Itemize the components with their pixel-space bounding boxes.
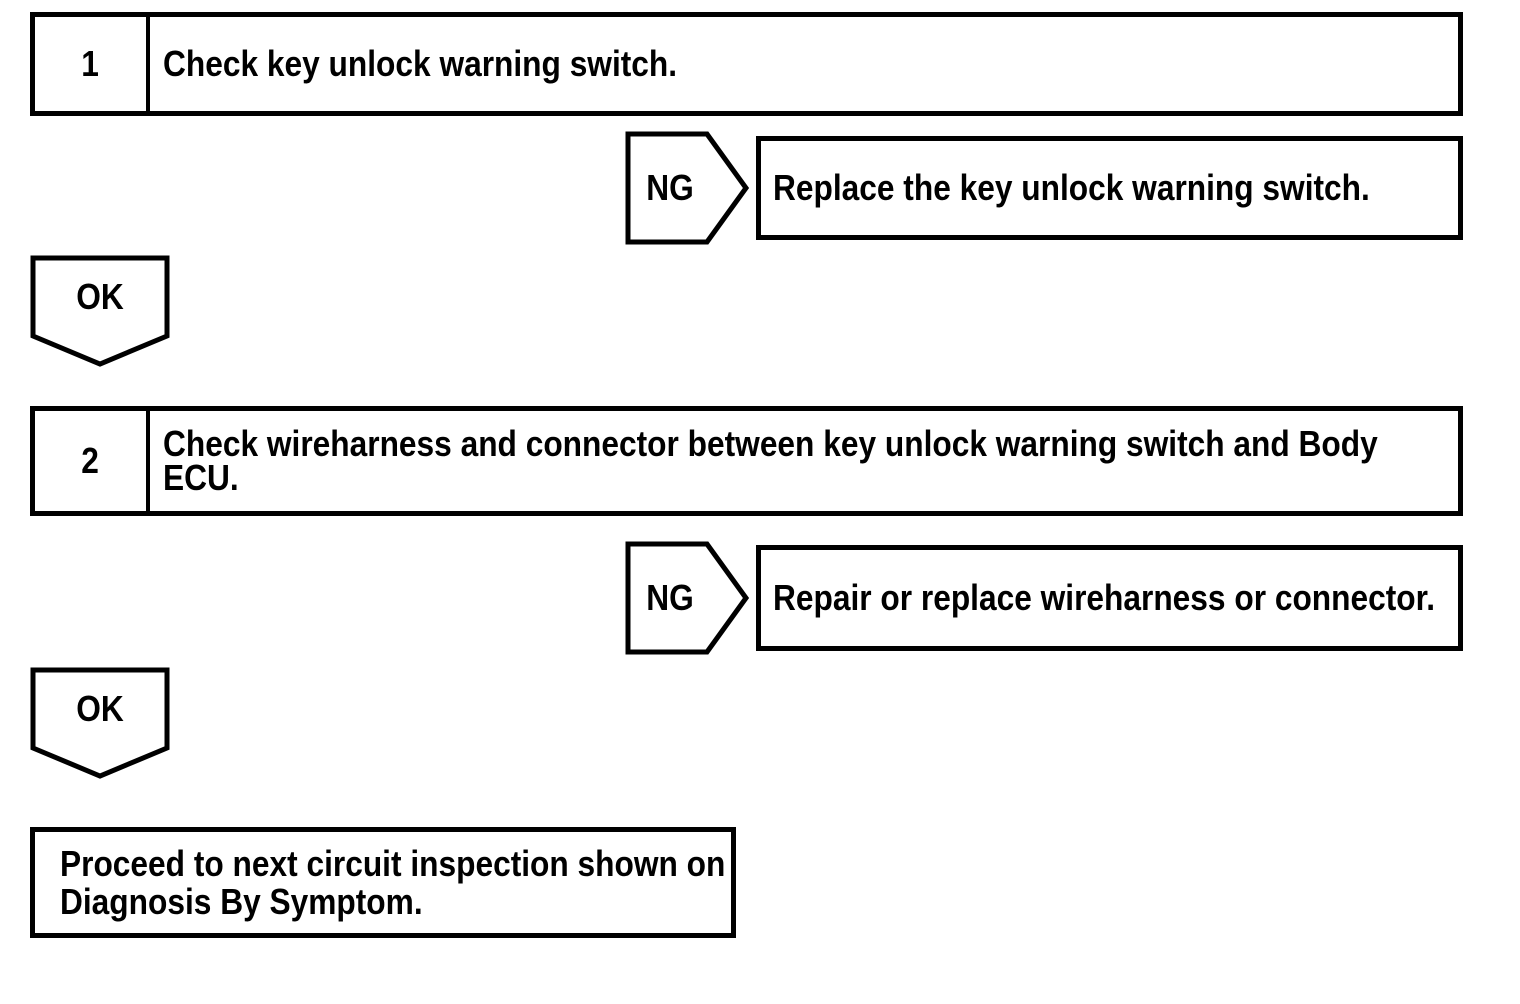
step-2-ng-action-text: Repair or replace wireharness or connect… (773, 577, 1436, 618)
step-1-ng-action-box: Replace the key unlock warning switch. (756, 136, 1463, 240)
step-2-instruction: Check wireharness and connector between … (150, 411, 1520, 511)
step-2-number-cell: 2 (35, 411, 150, 511)
terminal-box: Proceed to next circuit inspection shown… (30, 827, 736, 938)
step-2-box: 2 Check wireharness and connector betwee… (30, 406, 1463, 516)
step-2-instruction-text: Check wireharness and connector between … (163, 423, 1378, 498)
ok-pentagon-icon (30, 667, 170, 779)
step-1-instruction-text: Check key unlock warning switch. (163, 43, 678, 84)
step-1-box: 1 Check key unlock warning switch. (30, 12, 1463, 116)
step-2-ok-label: OK (76, 688, 124, 729)
step-1-ng-action-text: Replace the key unlock warning switch. (773, 167, 1370, 208)
ng-pentagon-icon (625, 131, 750, 245)
terminal-text: Proceed to next circuit inspection shown… (60, 842, 726, 922)
step-1-ok-connector: OK (30, 255, 170, 368)
step-2-ng-action-box: Repair or replace wireharness or connect… (756, 545, 1463, 651)
step-1-number-cell: 1 (35, 17, 150, 111)
ng-pentagon-icon (625, 541, 750, 655)
step-1-ng-connector: NG (625, 131, 751, 245)
ok-pentagon-icon (30, 255, 170, 367)
step-2-instruction-line-1: Check wireharness and connector between … (163, 423, 1378, 464)
step-1-number: 1 (81, 43, 100, 84)
step-2-ng-label: NG (646, 577, 694, 618)
terminal-line-1: Proceed to next circuit inspection shown… (60, 842, 726, 884)
step-1-ng-label: NG (646, 167, 694, 208)
step-2-instruction-line-2: ECU. (163, 457, 239, 498)
step-2-number: 2 (81, 440, 100, 481)
step-1-instruction: Check key unlock warning switch. (150, 17, 1458, 111)
step-2-ok-connector: OK (30, 667, 170, 780)
terminal-line-2: Diagnosis By Symptom. (60, 880, 423, 922)
step-2-ng-connector: NG (625, 541, 751, 655)
step-1-ok-label: OK (76, 276, 124, 317)
